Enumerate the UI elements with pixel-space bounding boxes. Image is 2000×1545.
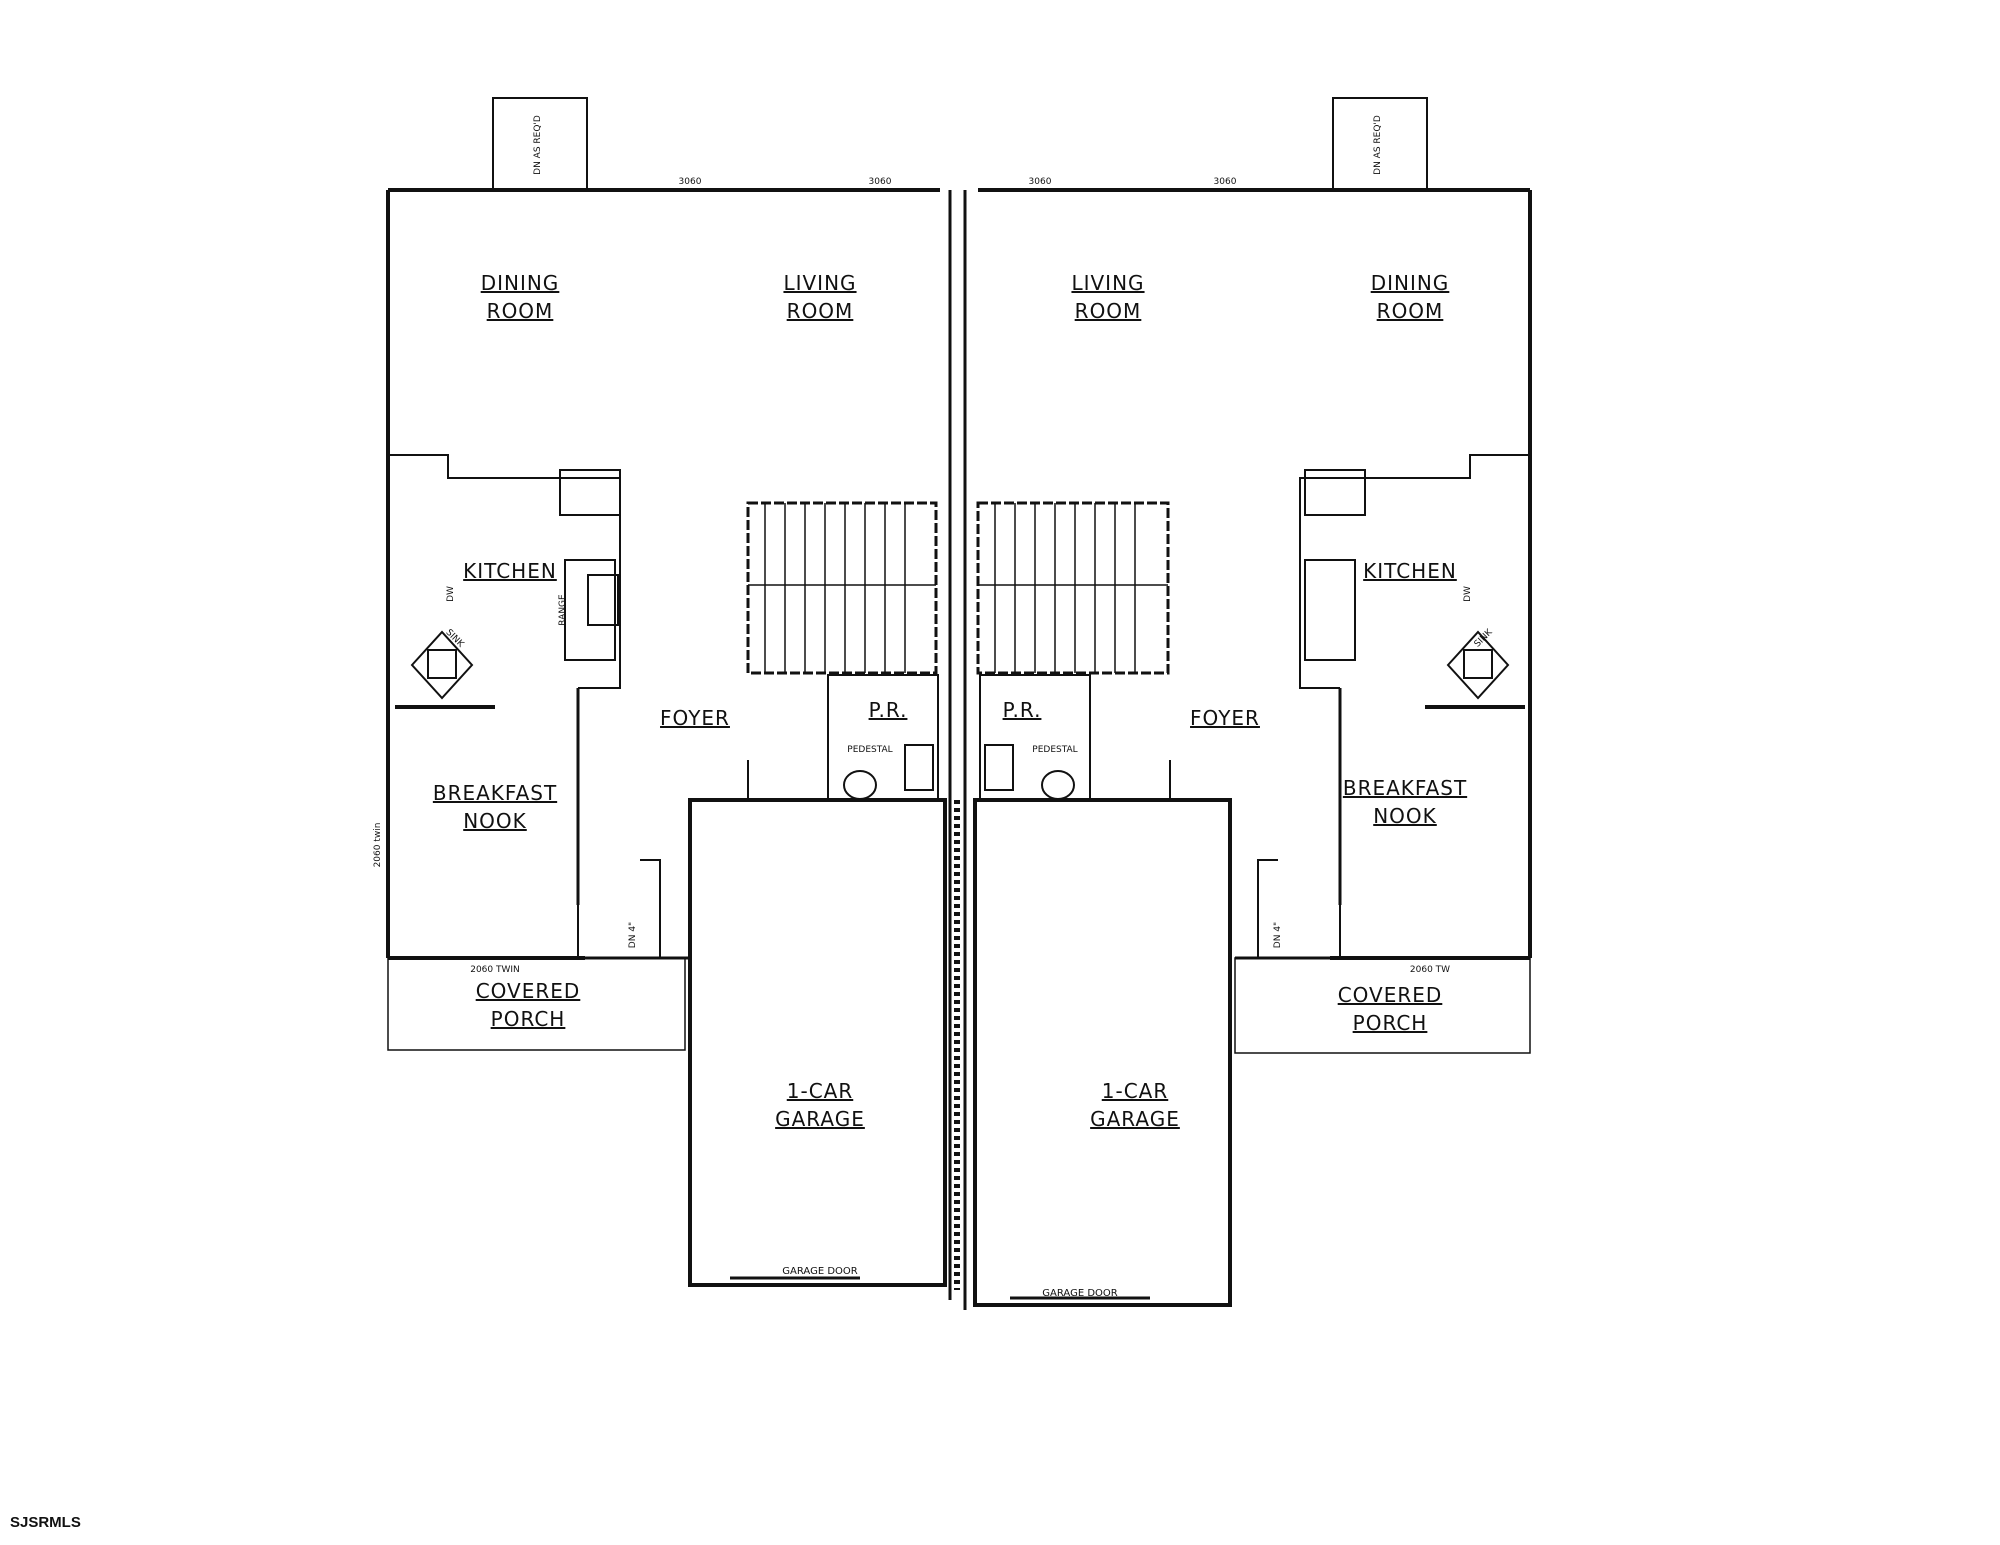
- left-unit: [386, 97, 947, 1287]
- svg-text:GARAGE: GARAGE: [1090, 1107, 1180, 1131]
- left-labels: DINING ROOM LIVING ROOM KITCHEN FOYER BR…: [373, 115, 908, 1277]
- pedestal-label-r: PEDESTAL: [1032, 745, 1077, 755]
- party-wall: [948, 190, 967, 1310]
- svg-text:3060: 3060: [679, 177, 702, 187]
- garage-door-label-r: GARAGE DOOR: [1042, 1288, 1117, 1299]
- svg-text:LIVING: LIVING: [783, 271, 856, 295]
- svg-text:DN 4": DN 4": [1273, 922, 1283, 948]
- svg-text:NOOK: NOOK: [463, 809, 527, 833]
- garage-label-l2: GARAGE: [775, 1107, 865, 1131]
- svg-text:3060: 3060: [1214, 177, 1237, 187]
- svg-text:PORCH: PORCH: [1353, 1011, 1428, 1035]
- window-bottom-label-r: 2060 TW: [1410, 965, 1450, 975]
- svg-text:GARAGE DOOR: GARAGE DOOR: [782, 1266, 857, 1277]
- garage-label-r2: GARAGE: [1090, 1107, 1180, 1131]
- svg-text:KITCHEN: KITCHEN: [1363, 559, 1457, 583]
- living-room-label-l1: LIVING: [783, 271, 856, 295]
- svg-text:COVERED: COVERED: [476, 979, 581, 1003]
- range-label: RANGE: [558, 594, 568, 626]
- svg-text:ROOM: ROOM: [1075, 299, 1142, 323]
- living-room-label-l2: ROOM: [787, 299, 854, 323]
- svg-text:DINING: DINING: [1371, 271, 1450, 295]
- foyer-label: FOYER: [660, 706, 730, 730]
- svg-text:BREAKFAST: BREAKFAST: [433, 781, 557, 805]
- pedestal-label: PEDESTAL: [847, 745, 892, 755]
- garage-label-r1: 1-CAR: [1102, 1079, 1168, 1103]
- svg-text:ROOM: ROOM: [1377, 299, 1444, 323]
- svg-text:PEDESTAL: PEDESTAL: [1032, 745, 1077, 755]
- svg-text:3060: 3060: [1029, 177, 1052, 187]
- stair-note-label-r: DN AS REQ'D: [1373, 115, 1383, 175]
- svg-text:FOYER: FOYER: [660, 706, 730, 730]
- svg-text:BREAKFAST: BREAKFAST: [1343, 776, 1467, 800]
- svg-text:DN AS REQ'D: DN AS REQ'D: [1373, 115, 1383, 175]
- dishwasher-label-r: DW: [1463, 586, 1473, 602]
- svg-text:NOOK: NOOK: [1373, 804, 1437, 828]
- right-unit: [973, 97, 1532, 1307]
- breakfast-nook-label-r1: BREAKFAST: [1343, 776, 1467, 800]
- svg-text:COVERED: COVERED: [1338, 983, 1443, 1007]
- svg-text:PORCH: PORCH: [491, 1007, 566, 1031]
- svg-text:RANGE: RANGE: [558, 594, 568, 626]
- svg-text:2060 twin: 2060 twin: [373, 823, 383, 868]
- dining-room-label-r1: DINING: [1371, 271, 1450, 295]
- covered-porch-label-r1: COVERED: [1338, 983, 1443, 1007]
- dining-room-label-l2: ROOM: [487, 299, 554, 323]
- svg-text:ROOM: ROOM: [487, 299, 554, 323]
- svg-text:LIVING: LIVING: [1071, 271, 1144, 295]
- powder-room-label-r: P.R.: [1003, 698, 1042, 722]
- breakfast-nook-label-l1: BREAKFAST: [433, 781, 557, 805]
- svg-text:1-CAR: 1-CAR: [1102, 1079, 1168, 1103]
- garage-label-l1: 1-CAR: [787, 1079, 853, 1103]
- svg-text:P.R.: P.R.: [1003, 698, 1042, 722]
- right-labels: DINING ROOM LIVING ROOM KITCHEN FOYER BR…: [1003, 115, 1496, 1299]
- svg-text:3060: 3060: [869, 177, 892, 187]
- svg-text:PEDESTAL: PEDESTAL: [847, 745, 892, 755]
- breakfast-nook-label-r2: NOOK: [1373, 804, 1437, 828]
- breakfast-nook-label-l2: NOOK: [463, 809, 527, 833]
- svg-text:DN AS REQ'D: DN AS REQ'D: [533, 115, 543, 175]
- step-down-label-r: DN 4": [1273, 922, 1283, 948]
- window-top-1-label: 3060: [679, 177, 702, 187]
- kitchen-label-r: KITCHEN: [1363, 559, 1457, 583]
- window-top-2-label-r: 3060: [1214, 177, 1237, 187]
- svg-text:P.R.: P.R.: [869, 698, 908, 722]
- stair-note-label: DN AS REQ'D: [533, 115, 543, 175]
- svg-text:1-CAR: 1-CAR: [787, 1079, 853, 1103]
- window-side-label: 2060 twin: [373, 823, 383, 868]
- covered-porch-label-l1: COVERED: [476, 979, 581, 1003]
- svg-text:DN 4": DN 4": [628, 922, 638, 948]
- window-top-1-label-r: 3060: [1029, 177, 1052, 187]
- kitchen-label: KITCHEN: [463, 559, 557, 583]
- svg-text:DW: DW: [446, 586, 456, 602]
- garage-door-label: GARAGE DOOR: [782, 1266, 857, 1277]
- dishwasher-label: DW: [446, 586, 456, 602]
- window-bottom-label: 2060 TWIN: [470, 965, 520, 975]
- living-room-label-r1: LIVING: [1071, 271, 1144, 295]
- living-room-label-r2: ROOM: [1075, 299, 1142, 323]
- mls-watermark: SJSRMLS: [10, 1514, 81, 1531]
- svg-text:2060 TW: 2060 TW: [1410, 965, 1450, 975]
- window-top-2-label: 3060: [869, 177, 892, 187]
- step-down-label: DN 4": [628, 922, 638, 948]
- svg-text:FOYER: FOYER: [1190, 706, 1260, 730]
- dining-room-label-r2: ROOM: [1377, 299, 1444, 323]
- svg-text:DINING: DINING: [481, 271, 560, 295]
- foyer-label-r: FOYER: [1190, 706, 1260, 730]
- svg-text:GARAGE DOOR: GARAGE DOOR: [1042, 1288, 1117, 1299]
- covered-porch-label-r2: PORCH: [1353, 1011, 1428, 1035]
- svg-text:KITCHEN: KITCHEN: [463, 559, 557, 583]
- svg-text:DW: DW: [1463, 586, 1473, 602]
- svg-text:ROOM: ROOM: [787, 299, 854, 323]
- covered-porch-label-l2: PORCH: [491, 1007, 566, 1031]
- svg-text:2060 TWIN: 2060 TWIN: [470, 965, 520, 975]
- dining-room-label-l1: DINING: [481, 271, 560, 295]
- powder-room-label: P.R.: [869, 698, 908, 722]
- svg-text:GARAGE: GARAGE: [775, 1107, 865, 1131]
